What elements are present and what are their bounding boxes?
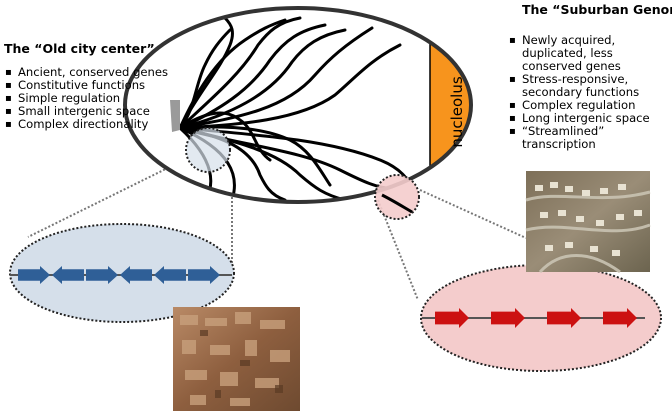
- blue-gene-arrow: [86, 266, 118, 284]
- list-item: Complex directionality: [4, 118, 174, 132]
- list-item: Simple regulation: [4, 92, 174, 106]
- list-item: Long intergenic space: [508, 112, 672, 126]
- nucleus: nucleolus: [123, 6, 473, 204]
- list-item: Complex regulation: [508, 99, 672, 113]
- red-gene-arrow: [491, 308, 525, 328]
- red-gene-arrow: [435, 308, 469, 328]
- list-item: Ancient, conserved genes: [4, 66, 174, 80]
- suburban-genome-title: The “Suburban Genome”: [522, 2, 672, 17]
- suburban-genome-panel: The “Suburban Genome” Newly acquired, du…: [508, 2, 672, 151]
- red-gene-arrow: [547, 308, 581, 328]
- suburb-locus: [420, 264, 662, 372]
- old-city-center-panel: The “Old city center” Ancient, conserved…: [4, 41, 174, 131]
- old-center-locus: [9, 223, 235, 323]
- red-gene-arrow: [603, 308, 637, 328]
- list-item: Stress-responsive, secondary functions: [508, 73, 672, 99]
- suburb-zoom-marker: [374, 174, 420, 220]
- list-item: Constitutive functions: [4, 79, 174, 93]
- connector-lines: [27, 156, 527, 301]
- suburban-genome-list: Newly acquired, duplicated, less conserv…: [508, 34, 672, 151]
- list-item: Small intergenic space: [4, 105, 174, 119]
- old-city-center-list: Ancient, conserved genes Constitutive fu…: [4, 66, 174, 132]
- old-city-photo: [173, 307, 300, 411]
- suburb-photo: [525, 171, 651, 274]
- list-item: Newly acquired, duplicated, less conserv…: [508, 34, 672, 73]
- old-city-center-title: The “Old city center”: [4, 41, 155, 56]
- old-center-zoom-marker: [185, 127, 231, 173]
- blue-gene-arrow: [120, 266, 152, 284]
- blue-gene-arrow: [18, 266, 50, 284]
- list-item: “Streamlined” transcription: [508, 125, 672, 151]
- blue-gene-arrow: [52, 266, 84, 284]
- nucleolus-label: nucleolus: [448, 76, 466, 148]
- blue-gene-arrow: [188, 266, 220, 284]
- blue-gene-arrow: [154, 266, 186, 284]
